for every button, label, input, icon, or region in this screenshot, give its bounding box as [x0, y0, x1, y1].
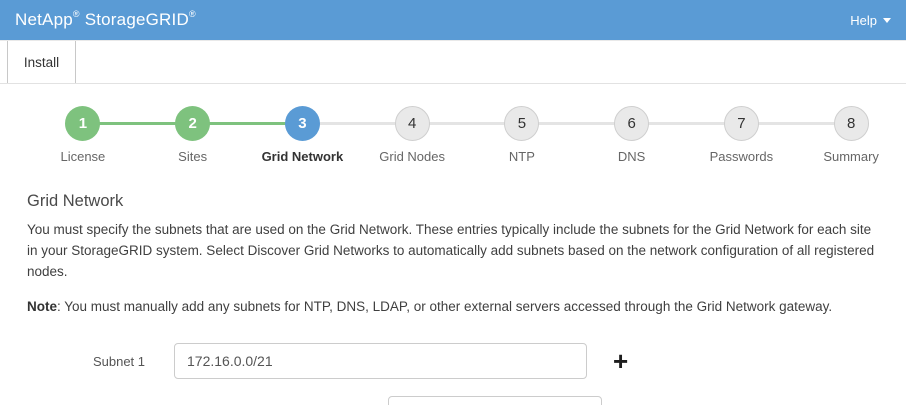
description-text: You must specify the subnets that are us…: [27, 222, 875, 279]
step-circle: 3: [284, 106, 320, 141]
registered-mark: ®: [72, 9, 80, 20]
note-label: Note: [27, 299, 57, 314]
add-subnet-button[interactable]: +: [613, 348, 628, 374]
chevron-down-icon: [883, 17, 891, 23]
step-label: Sites: [178, 149, 208, 164]
step-label: Passwords: [709, 149, 774, 164]
subnet-input[interactable]: [174, 343, 587, 379]
discover-row: Discover Grid Network subnets: [27, 396, 879, 405]
app-header: NetApp® StorageGRID® Help: [0, 0, 906, 40]
step-circle: 1: [65, 106, 101, 141]
discover-subnets-button[interactable]: Discover Grid Network subnets: [388, 396, 603, 405]
page-title: Grid Network: [27, 192, 124, 210]
brand-product: StorageGRID: [84, 10, 189, 29]
step-label: License: [60, 149, 106, 164]
brand-name: NetApp: [15, 10, 73, 29]
plus-icon: +: [613, 346, 629, 376]
registered-mark: ®: [188, 9, 196, 20]
step-circle: 5: [504, 106, 540, 141]
help-label: Help: [850, 12, 877, 28]
subnet-label: Subnet 1: [92, 353, 145, 369]
step-circle: 2: [175, 106, 211, 141]
step-label: Grid Nodes: [379, 149, 445, 164]
step-circle: 7: [723, 106, 759, 141]
step-circle: 6: [614, 106, 650, 141]
main-content: Grid Network You must specify the subnet…: [0, 192, 906, 405]
subnet-row: Subnet 1 +: [27, 343, 879, 379]
note-text: Note: You must manually add any subnets …: [27, 299, 833, 314]
step-label: NTP: [508, 149, 535, 164]
step-label: Summary: [823, 149, 879, 164]
tab-bar: Install: [0, 40, 906, 84]
step-circle: 8: [833, 106, 869, 141]
help-menu[interactable]: Help: [850, 13, 891, 28]
step-label: DNS: [617, 149, 646, 164]
step-label: Grid Network: [261, 149, 344, 164]
app-title: NetApp® StorageGRID®: [15, 9, 196, 30]
tab-install[interactable]: Install: [7, 41, 76, 83]
step-circle: 4: [394, 106, 430, 141]
